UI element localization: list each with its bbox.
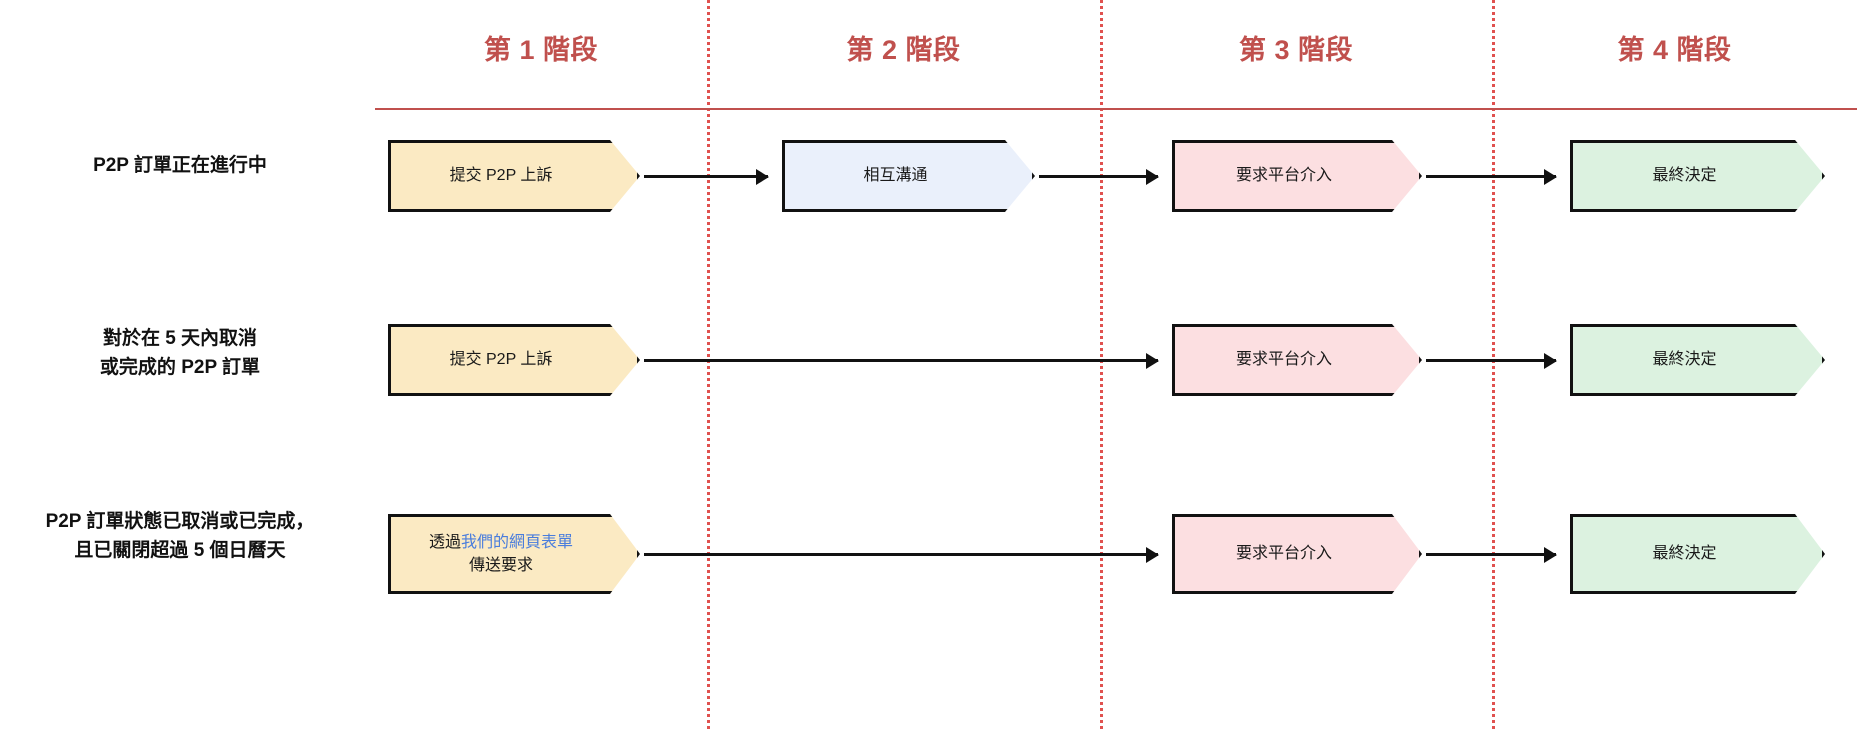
stage-divider-2 <box>1100 0 1103 729</box>
flow-node-label: 相互溝通 <box>863 167 928 185</box>
connector-arrow-r3-1 <box>644 553 1158 556</box>
flow-node-label: 要求平台介入 <box>1235 545 1332 563</box>
flow-node-r2-s3[interactable]: 要求平台介入 <box>1172 324 1422 396</box>
flow-node-r3-s3[interactable]: 要求平台介入 <box>1172 514 1422 594</box>
stage-header-3: 第 3 階段 <box>1238 35 1354 65</box>
connector-arrow-r1-3 <box>1426 175 1556 178</box>
stage-divider-1 <box>707 0 710 729</box>
stage-header-4: 第 4 階段 <box>1617 35 1732 65</box>
flow-node-label: 要求平台介入 <box>1235 351 1332 369</box>
flow-node-r3-s1[interactable]: 透過我們的網頁表單傳送要求 <box>388 514 640 594</box>
flow-node-r1-s2[interactable]: 相互溝通 <box>782 140 1035 212</box>
stage-divider-3 <box>1492 0 1495 729</box>
flow-node-r2-s4[interactable]: 最終決定 <box>1570 324 1825 396</box>
row-label-3: P2P 訂單狀態已取消或已完成， 且已關閉超過 5 個日曆天 <box>45 511 315 561</box>
flow-node-label: 提交 P2P 上訴 <box>449 167 553 185</box>
connector-arrow-r2-2 <box>1426 359 1556 362</box>
label-suffix: 傳送要求 <box>468 557 533 574</box>
connector-arrow-r1-1 <box>644 175 768 178</box>
flow-node-r1-s3[interactable]: 要求平台介入 <box>1172 140 1422 212</box>
header-separator-rule <box>375 108 1857 110</box>
flow-node-label: 要求平台介入 <box>1235 167 1332 185</box>
flow-node-r1-s4[interactable]: 最終決定 <box>1570 140 1825 212</box>
flow-node-label: 最終決定 <box>1652 167 1717 185</box>
flow-node-r3-s4[interactable]: 最終決定 <box>1570 514 1825 594</box>
connector-arrow-r3-2 <box>1426 553 1556 556</box>
flow-node-label: 提交 P2P 上訴 <box>449 351 553 369</box>
flow-node-label: 最終決定 <box>1652 351 1717 369</box>
row-label-2: 對於在 5 天內取消 或完成的 P2P 訂單 <box>99 328 261 378</box>
stage-header-1: 第 1 階段 <box>483 35 599 65</box>
web-form-link[interactable]: 我們的網頁表單 <box>461 533 574 551</box>
connector-arrow-r2-1 <box>644 359 1158 362</box>
flow-node-r2-s1[interactable]: 提交 P2P 上訴 <box>388 324 640 396</box>
connector-arrow-r1-2 <box>1039 175 1158 178</box>
flow-node-label-with-link: 透過我們的網頁表單傳送要求 <box>423 531 579 577</box>
stage-header-2: 第 2 階段 <box>846 35 961 65</box>
flow-node-r1-s1[interactable]: 提交 P2P 上訴 <box>388 140 640 212</box>
label-prefix: 透過 <box>428 533 461 551</box>
flow-node-label: 最終決定 <box>1652 545 1717 563</box>
row-label-1: P2P 訂單正在進行中 <box>93 155 267 176</box>
